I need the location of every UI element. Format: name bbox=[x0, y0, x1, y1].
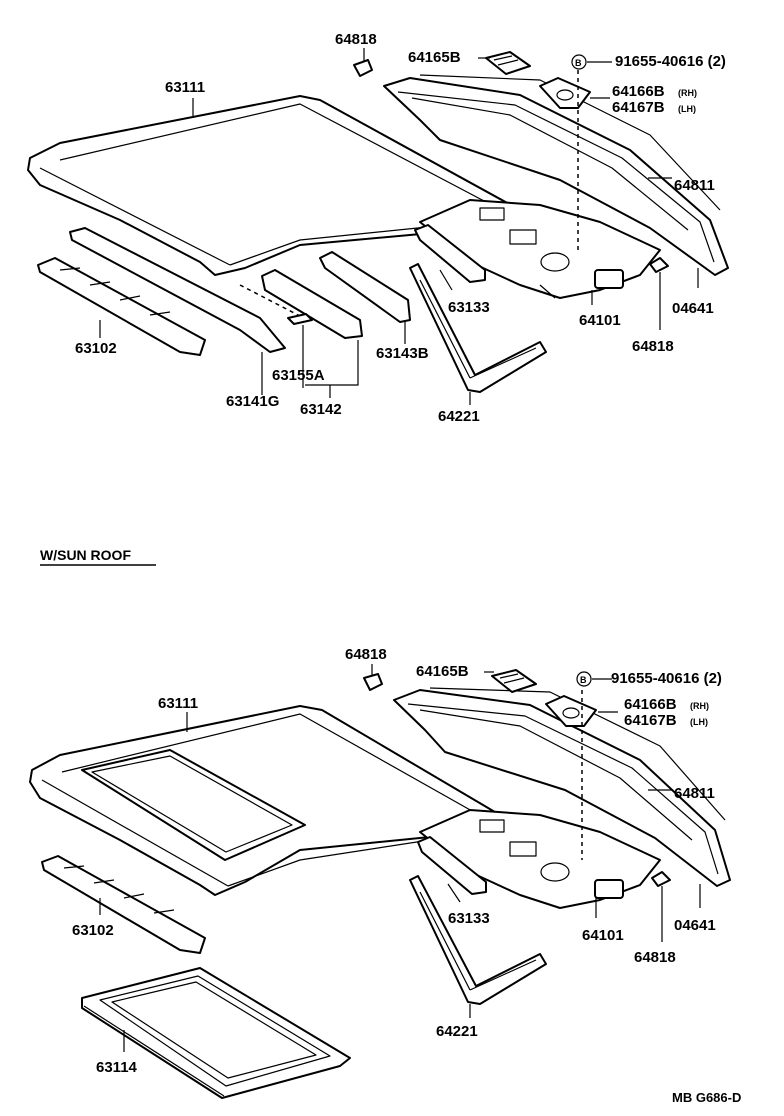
sunroof-frame-part bbox=[81, 967, 351, 1099]
label-back-panel-2: 64101 bbox=[582, 927, 624, 944]
label-back-panel: 64101 bbox=[579, 312, 621, 329]
label-bolt-mark-2: B bbox=[580, 675, 587, 685]
reinforcement-rear-part-2 bbox=[417, 836, 487, 895]
stopper-top-part bbox=[353, 59, 373, 77]
label-stopper-top-2: 64818 bbox=[345, 646, 387, 663]
label-bumper: 64165B bbox=[408, 49, 461, 66]
label-weatherstrip-2: 64811 bbox=[674, 785, 715, 802]
label-bolt: 91655-40616 (2) bbox=[615, 53, 726, 70]
label-hinge-rh: 64166B bbox=[612, 83, 665, 100]
label-reinforcement-rear-2: 63133 bbox=[448, 910, 490, 927]
hinge-part-2 bbox=[545, 695, 597, 727]
roof-panel-sunroof-part bbox=[29, 705, 501, 896]
label-roof-panel-2: 63111 bbox=[158, 695, 198, 712]
label-hinge-lh-suffix: (LH) bbox=[678, 104, 696, 114]
label-cushion-2: 04641 bbox=[674, 917, 716, 934]
label-cushion: 04641 bbox=[672, 300, 714, 317]
top-diagram: 63111 64818 64165B B 91655-40616 (2) 641… bbox=[27, 31, 729, 425]
label-back-door-seal: 64221 bbox=[438, 408, 480, 425]
reinforcement-front-part-2 bbox=[41, 855, 206, 954]
label-hinge-rh-2: 64166B bbox=[624, 696, 677, 713]
stopper-rear-part bbox=[649, 257, 669, 273]
figure-reference: MB G686-D bbox=[672, 1090, 741, 1105]
label-hinge-rh-suffix-2: (RH) bbox=[690, 701, 709, 711]
stopper-top-part-2 bbox=[363, 673, 383, 691]
bolt-mark-circle-2 bbox=[576, 671, 592, 687]
label-reinforcement-3: 63143B bbox=[376, 345, 429, 362]
label-reinforcement-front-2: 63102 bbox=[72, 922, 114, 939]
bolt-mark-circle bbox=[571, 54, 587, 70]
back-panel-part-2 bbox=[419, 809, 661, 909]
weatherstrip-part bbox=[383, 74, 729, 276]
reinforcement-2-part bbox=[261, 269, 363, 339]
back-door-seal-part-2 bbox=[409, 875, 547, 1005]
reinforcement-rear-part bbox=[414, 224, 486, 283]
label-back-door-seal-2: 64221 bbox=[436, 1023, 478, 1040]
label-clip: 63155A bbox=[272, 367, 325, 384]
back-door-seal-part bbox=[409, 263, 547, 393]
bottom-diagram: 63111 64818 64165B B 91655-40616 (2) 641… bbox=[29, 646, 731, 1099]
label-bolt-2: 91655-40616 (2) bbox=[611, 670, 722, 687]
reinforcement-3-part bbox=[319, 251, 411, 323]
reinforcement-1-part bbox=[69, 227, 286, 353]
hinge-part bbox=[539, 77, 591, 109]
label-reinforcement-front: 63102 bbox=[75, 340, 117, 357]
label-hinge-lh-2: 64167B bbox=[624, 712, 677, 729]
label-sunroof-frame: 63114 bbox=[96, 1059, 138, 1076]
label-reinforcement-1: 63141G bbox=[226, 393, 279, 410]
weatherstrip-part-2 bbox=[393, 687, 731, 887]
label-hinge-lh: 64167B bbox=[612, 99, 665, 116]
label-stopper-top: 64818 bbox=[335, 31, 377, 48]
label-hinge-lh-suffix-2: (LH) bbox=[690, 717, 708, 727]
label-reinforcement-2: 63142 bbox=[300, 401, 342, 418]
label-weatherstrip: 64811 bbox=[674, 177, 715, 194]
label-bumper-2: 64165B bbox=[416, 663, 469, 680]
label-bolt-mark: B bbox=[575, 58, 582, 68]
label-hinge-rh-suffix: (RH) bbox=[678, 88, 697, 98]
reinforcement-front-part bbox=[37, 257, 206, 356]
back-panel-part bbox=[419, 199, 661, 299]
section-title-sunroof: W/SUN ROOF bbox=[40, 547, 131, 563]
label-stopper-rear: 64818 bbox=[632, 338, 674, 355]
label-roof-panel: 63111 bbox=[165, 79, 205, 96]
stopper-rear-part-2 bbox=[651, 871, 671, 887]
label-stopper-rear-2: 64818 bbox=[634, 949, 676, 966]
label-reinforcement-rear: 63133 bbox=[448, 299, 490, 316]
